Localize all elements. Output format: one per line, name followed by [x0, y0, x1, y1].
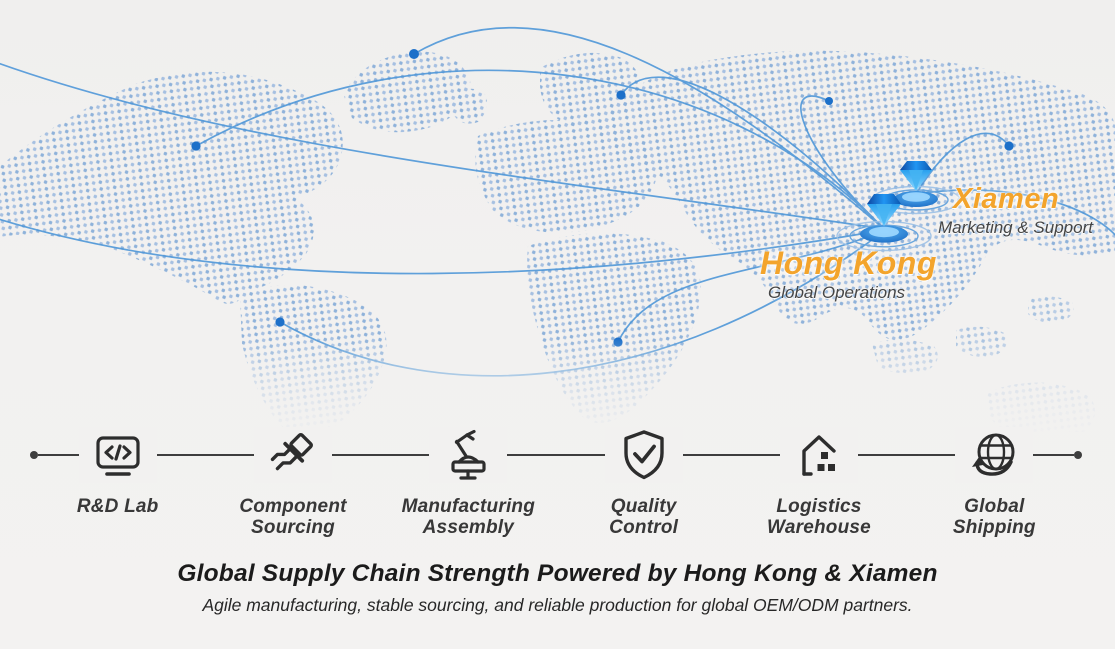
gem-icon — [867, 194, 901, 226]
xiamen-label: Xiamen — [953, 183, 1060, 215]
route-arcs — [0, 26, 1115, 377]
step-logistics-warehouse: Logistics Warehouse — [731, 420, 906, 539]
continent-se-asia — [872, 296, 1074, 374]
step-label-line2: Assembly — [422, 517, 514, 539]
footer-subtitle: Agile manufacturing, stable sourcing, an… — [202, 595, 913, 615]
step-label-line2: Warehouse — [767, 517, 871, 539]
code-monitor-icon — [78, 427, 157, 483]
continent-asia — [598, 50, 1115, 340]
xiamen-marker — [871, 161, 961, 215]
step-component-sourcing: Component Sourcing — [205, 420, 380, 539]
step-label: R&D Lab — [77, 496, 159, 517]
xiamen-sublabel: Marketing & Support — [938, 218, 1093, 237]
step-label: Manufacturing Assembly — [402, 496, 536, 539]
globe-arrow-icon — [955, 427, 1034, 483]
route-nodes — [191, 49, 1014, 347]
step-label: Global Shipping — [953, 496, 1036, 539]
component-icon — [253, 427, 332, 483]
step-manufacturing-assembly: Manufacturing Assembly — [381, 420, 556, 539]
step-label-line2: Sourcing — [251, 517, 335, 539]
footer-title: Global Supply Chain Strength Powered by … — [177, 560, 938, 587]
step-label-line1: Manufacturing — [401, 496, 536, 517]
step-label-line1: Quality — [610, 496, 677, 517]
hong-kong-sublabel: Global Operations — [768, 283, 906, 302]
continent-europe — [475, 119, 657, 233]
hong-kong-label: Hong Kong — [760, 245, 937, 281]
step-label: Logistics Warehouse — [767, 496, 871, 539]
shield-check-icon — [604, 427, 683, 483]
step-label-line2: Control — [609, 517, 679, 539]
step-rd-lab: R&D Lab — [30, 420, 205, 539]
robot-arm-icon — [429, 427, 508, 483]
step-label-line2: Shipping — [952, 517, 1036, 539]
gem-icon — [900, 161, 932, 191]
continent-japan — [996, 130, 1043, 175]
step-label: Component Sourcing — [239, 496, 346, 539]
step-quality-control: Quality Control — [556, 420, 731, 539]
warehouse-icon — [779, 427, 858, 483]
step-label-line1: Logistics — [776, 496, 862, 517]
continent-south-america — [240, 284, 387, 436]
step-label-line1: Component — [239, 496, 347, 517]
footer: Global Supply Chain Strength Powered by … — [0, 560, 1115, 616]
pipeline: R&D Lab Component — [30, 420, 1082, 555]
continent-greenland — [344, 51, 471, 133]
step-label: Quality Control — [609, 496, 678, 539]
step-label-line1: Global — [964, 496, 1025, 517]
continent-africa — [527, 233, 702, 423]
continent-uk — [452, 88, 487, 124]
step-global-shipping: Global Shipping — [907, 420, 1082, 539]
hong-kong-marker — [836, 194, 932, 252]
continent-north-america — [0, 71, 343, 304]
continent-australia — [986, 382, 1096, 432]
continents — [0, 50, 1115, 436]
world-map — [0, 26, 1115, 436]
pipeline-connector-line — [30, 451, 1082, 459]
step-label-line1: R&D Lab — [76, 496, 159, 517]
